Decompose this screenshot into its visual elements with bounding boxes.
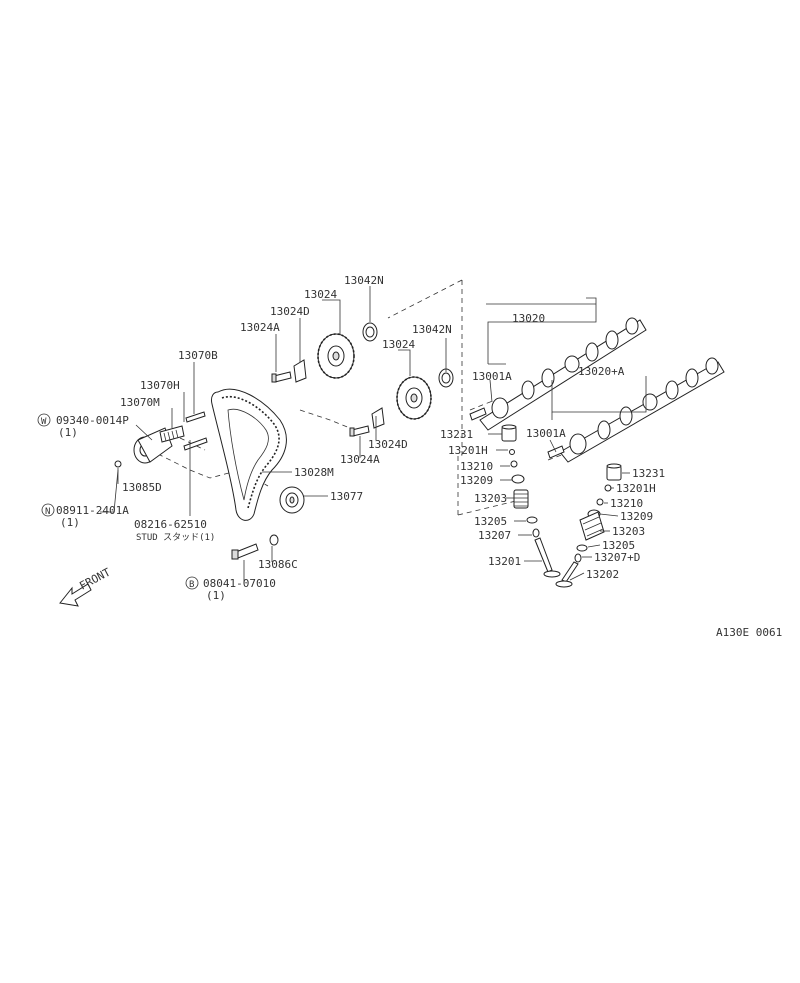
tensioner-spring (159, 425, 185, 443)
bolt-upper (271, 371, 292, 383)
label-08041-qty: (1) (206, 589, 226, 602)
label-13001A-lower: 13001A (526, 427, 566, 440)
label-13202-right: 13202 (586, 568, 619, 581)
sprocket-plate-upper (293, 359, 307, 383)
symbol-w-circle (37, 413, 51, 427)
symbol-b-circle (185, 576, 199, 590)
label-13024A-upper: 13024A (240, 321, 280, 334)
idler-spacer (269, 534, 279, 546)
idler-pulley (279, 486, 305, 514)
label-08911-2401A: 08911-2401A (56, 504, 129, 517)
label-13024D-lower: 13024D (368, 438, 408, 451)
washer-w (114, 460, 122, 468)
label-13201-left: 13201 (488, 555, 521, 568)
label-13070H: 13070H (140, 379, 180, 392)
sprocket-plate-lower (371, 407, 385, 429)
label-13209-right: 13209 (620, 510, 653, 523)
label-13024D-upper: 13024D (270, 305, 310, 318)
label-13201H-right: 13201H (616, 482, 656, 495)
label-08216-62510: 08216-62510 (134, 518, 207, 531)
label-13024A-lower: 13024A (340, 453, 380, 466)
label-09340-qty: (1) (58, 426, 78, 439)
label-13205-right: 13205 (602, 539, 635, 552)
camshaft-upper (469, 317, 647, 431)
label-symbol-b: B (189, 580, 194, 590)
label-13042N-lower: 13042N (412, 323, 452, 336)
label-symbol-w: W (41, 417, 47, 427)
label-13077: 13077 (330, 490, 363, 503)
label-13203-right: 13203 (612, 525, 645, 538)
label-stud-note: STUD スタッド(1) (136, 532, 215, 543)
front-direction-arrow (59, 583, 92, 607)
label-13231-left: 13231 (440, 428, 473, 441)
label-13231-right: 13231 (632, 467, 665, 480)
circled-symbols (37, 413, 199, 590)
label-13001A-upper: 13001A (472, 370, 512, 383)
label-13205-left: 13205 (474, 515, 507, 528)
label-13201H-left: 13201H (448, 444, 488, 457)
front-label: FRONT (77, 565, 113, 592)
label-13210-left: 13210 (460, 460, 493, 473)
valve-stack-right (555, 463, 622, 588)
timing-belt (211, 388, 287, 521)
label-13210-right: 13210 (610, 497, 643, 510)
cam-sprocket-upper (317, 333, 355, 379)
oil-seal-lower (438, 368, 454, 388)
assembly-guide-lines (149, 279, 576, 516)
idler-bolt (231, 543, 259, 560)
part-number-labels: 13042N 13024 13024D 13024A 13070B 13070H… (41, 274, 782, 639)
bolt-lower (349, 425, 370, 437)
label-13042N-upper: 13042N (344, 274, 384, 287)
label-13020-A: 13020+A (578, 365, 625, 378)
label-13086C: 13086C (258, 558, 298, 571)
tensioner-stud-pin (185, 411, 206, 423)
label-13207-D-right: 13207+D (594, 551, 640, 564)
symbol-n-circle (41, 503, 55, 517)
label-13209-left: 13209 (460, 474, 493, 487)
label-08041-07010: 08041-07010 (203, 577, 276, 590)
label-13070M: 13070M (120, 396, 160, 409)
label-13024-lower: 13024 (382, 338, 415, 351)
figure-code: A130E 0061 (716, 626, 782, 639)
label-08911-qty: (1) (60, 516, 80, 529)
label-13024-upper: 13024 (304, 288, 337, 301)
label-13020: 13020 (512, 312, 545, 325)
label-13070B: 13070B (178, 349, 218, 362)
label-13203-left: 13203 (474, 492, 507, 505)
label-13207-left: 13207 (478, 529, 511, 542)
cam-sprocket-lower (396, 376, 432, 420)
valve-stack-left (501, 424, 561, 578)
label-13085D: 13085D (122, 481, 162, 494)
label-09340-0014P: 09340-0014P (56, 414, 129, 427)
oil-seal-upper (362, 322, 378, 342)
label-13028M: 13028M (294, 466, 334, 479)
stud (183, 437, 208, 451)
leader-lines (100, 286, 647, 582)
label-symbol-n: N (45, 507, 50, 517)
